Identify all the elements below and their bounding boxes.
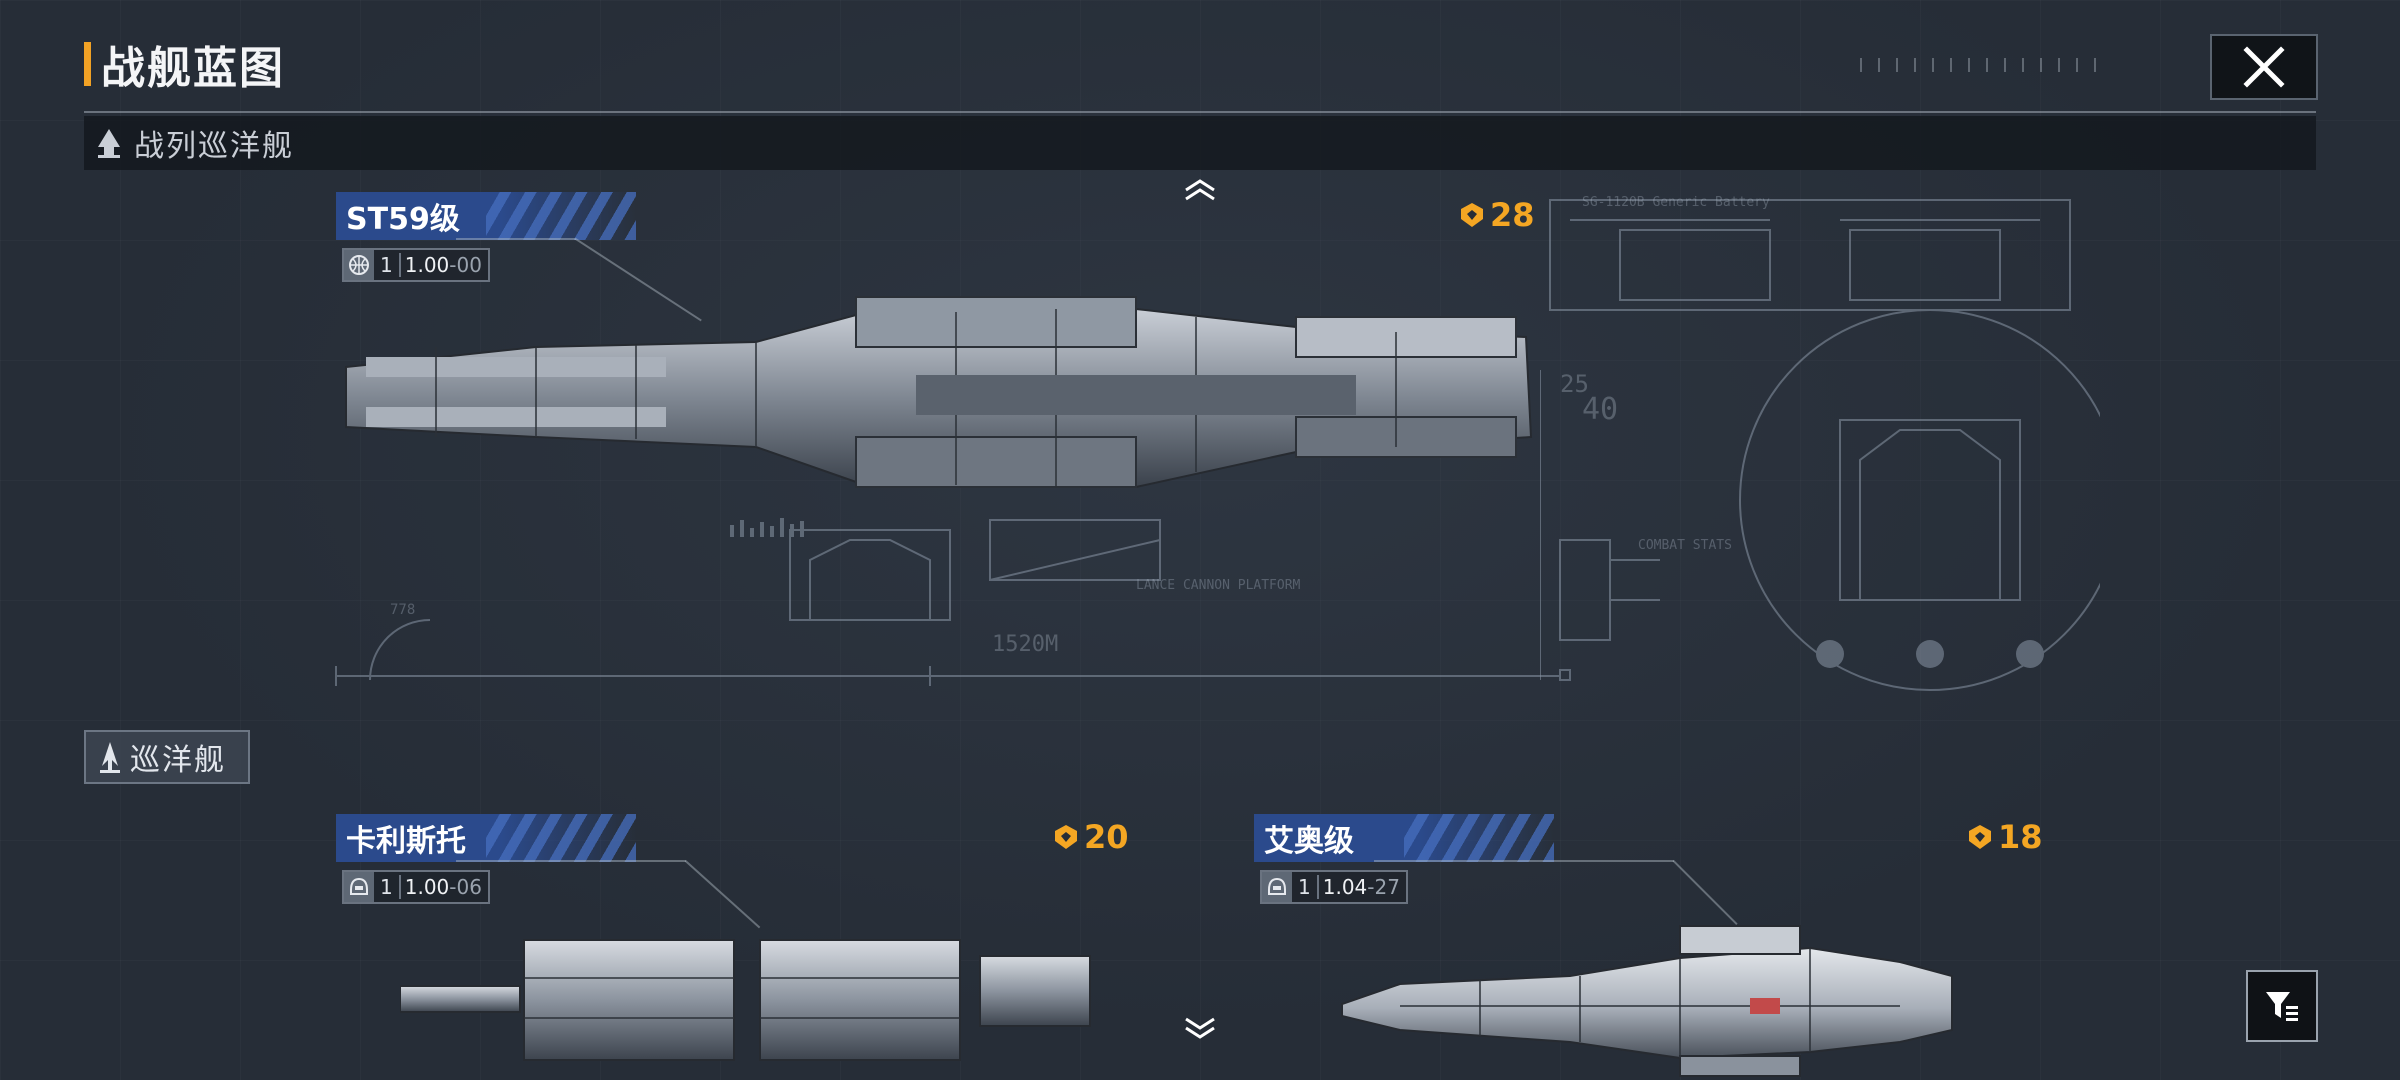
ship-value: 1.00-00 xyxy=(404,253,482,277)
close-button[interactable] xyxy=(2210,34,2318,100)
ship-st59-image xyxy=(345,296,1533,489)
ship-leader-line xyxy=(1374,860,1674,862)
chevron-down-icon[interactable] xyxy=(1183,1016,1217,1040)
ship-level: 1 xyxy=(374,875,401,899)
ship-leader-line-diag xyxy=(684,860,761,929)
ship-points: 18 xyxy=(1966,818,2043,856)
helmet-icon xyxy=(1262,872,1292,902)
blueprint-length-label: 1520M xyxy=(992,632,1059,657)
section-battlecruiser-header: 战列巡洋舰 xyxy=(84,116,2316,170)
ship-io-image xyxy=(1341,925,1953,1077)
crest-icon xyxy=(1461,203,1483,227)
filter-icon xyxy=(2266,992,2298,1021)
cruiser-icon xyxy=(100,742,120,773)
ship-name-tag: 卡利斯托 xyxy=(336,814,636,862)
section-cruiser-label: 巡洋舰 xyxy=(130,743,226,778)
ship-points: 28 xyxy=(1458,196,1535,234)
page-title: 战舰蓝图 xyxy=(84,38,285,94)
filter-button[interactable] xyxy=(2246,970,2318,1042)
ship-name: 卡利斯托 xyxy=(346,824,466,859)
ship-name-tag: ST59级 xyxy=(336,192,636,240)
header-tick-marks xyxy=(1860,58,2100,72)
ship-stat-box: 1 1.04-27 xyxy=(1260,870,1408,904)
chevron-up-icon[interactable] xyxy=(1183,178,1217,202)
section-cruiser-tab[interactable]: 巡洋舰 xyxy=(84,730,250,784)
ship-value: 1.00-06 xyxy=(404,875,482,899)
ship-name: ST59级 xyxy=(346,202,460,237)
ship-name: 艾奥级 xyxy=(1264,824,1354,859)
blueprint-battery-label: SG-1120B Generic Battery xyxy=(1582,195,1770,210)
ship-card-io[interactable]: 艾奥级 1 1.04-27 18 xyxy=(1254,814,2044,1080)
ship-stat-box: 1 1.00-00 xyxy=(342,248,490,282)
blueprint-778-label: 778 xyxy=(390,602,416,618)
ship-card-callisto[interactable]: 卡利斯托 1 1.00-06 20 xyxy=(336,814,1129,1080)
battlecruiser-icon xyxy=(98,129,120,158)
blueprint-num-25: 25 xyxy=(1560,370,1589,398)
blueprint-num-40: 40 xyxy=(1582,392,1619,427)
blueprint-decoration-left xyxy=(335,518,1571,686)
crest-icon xyxy=(1055,825,1077,849)
helmet-icon xyxy=(344,872,374,902)
header-divider xyxy=(84,111,2316,113)
ship-level: 1 xyxy=(1292,875,1319,899)
title-accent-bar xyxy=(84,42,91,86)
ship-level: 1 xyxy=(374,253,401,277)
globe-icon xyxy=(344,250,374,280)
ship-stat-box: 1 1.00-06 xyxy=(342,870,490,904)
ship-name-tag: 艾奥级 xyxy=(1254,814,1554,862)
blueprint-decoration-right xyxy=(1540,199,2100,691)
blueprint-combat-label: COMBAT STATS xyxy=(1638,538,1732,553)
ship-points: 20 xyxy=(1052,818,1129,856)
page-title-text: 战舰蓝图 xyxy=(101,43,285,94)
ship-card-st59[interactable]: ST59级 1 1.00-00 28 xyxy=(336,192,1536,692)
crest-icon xyxy=(1969,825,1991,849)
ship-leader-line xyxy=(456,238,576,240)
ship-callisto-image xyxy=(400,939,1091,1061)
close-icon xyxy=(2243,46,2285,88)
section-battlecruiser-label: 战列巡洋舰 xyxy=(134,129,294,164)
blueprint-cannon-label: LANCE CANNON PLATFORM xyxy=(1136,578,1301,593)
ship-leader-line-diag xyxy=(1672,860,1738,926)
ship-value: 1.04-27 xyxy=(1322,875,1400,899)
ship-leader-line xyxy=(456,860,686,862)
